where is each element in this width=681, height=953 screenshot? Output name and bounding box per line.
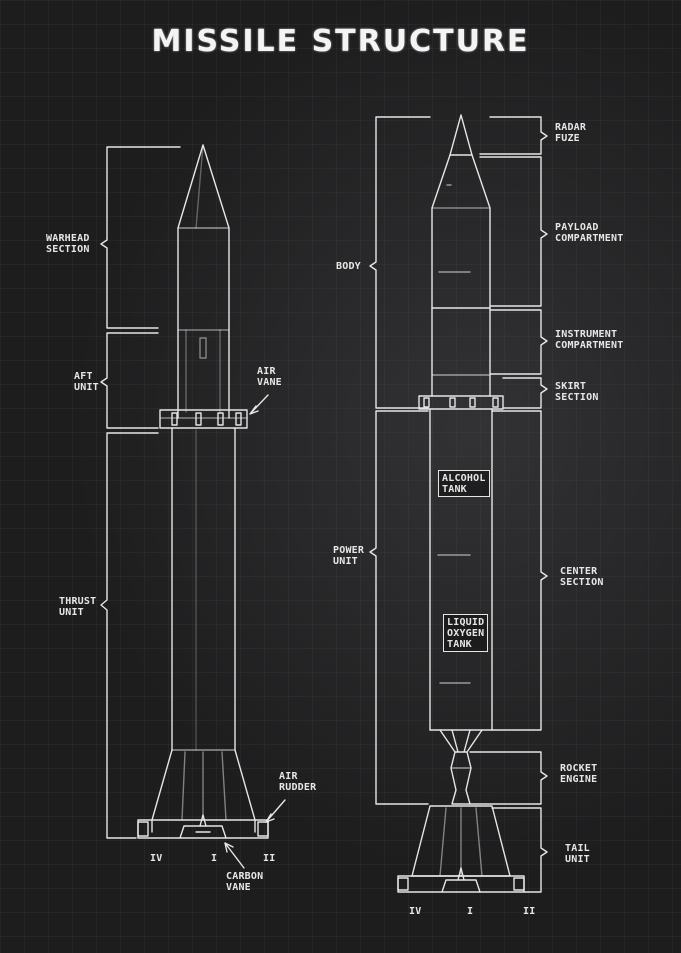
right-fin-number-i: I [467,906,474,917]
label-center-section: CENTER SECTION [560,566,604,588]
left-vane-ring [159,409,248,429]
label-carbon-vane: CARBON VANE [226,871,264,893]
label-air-rudder: AIR RUDDER [279,771,317,793]
bracket-rocket-engine [469,751,548,805]
left-fin-number-i: I [211,853,218,864]
label-warhead-section: WARHEAD SECTION [46,233,90,255]
bracket-power-unit [369,410,429,805]
right-center-body [429,408,493,731]
bracket-body [369,116,431,409]
label-power-unit: POWER UNIT [333,545,365,567]
label-tail-unit: TAIL UNIT [565,843,590,865]
right-payload-cone [431,154,491,309]
bracket-radar-fuze [479,116,548,155]
bracket-instrument [489,309,548,375]
label-rocket-engine: ROCKET ENGINE [560,763,598,785]
arrow-air-rudder [265,799,286,823]
right-engine [439,729,483,753]
bracket-skirt [502,377,548,409]
right-tail-base [397,875,525,893]
right-missile [369,114,548,893]
label-radar-fuze: RADAR FUZE [555,122,587,144]
right-instrument-section [431,307,491,397]
label-payload-compartment: PAYLOAD COMPARTMENT [555,222,624,244]
left-missile [100,144,286,869]
page-title: MISSILE STRUCTURE [151,24,530,59]
left-fin-number-iv: IV [150,853,163,864]
label-body: BODY [336,261,361,272]
right-skirt-ring [418,395,504,410]
label-alcohol-tank: ALCOHOL TANK [438,470,490,497]
right-fin-number-ii: II [523,906,536,917]
bracket-thrust [100,432,159,839]
left-tail-base [137,819,269,839]
left-fin-number-ii: II [263,853,276,864]
bracket-aft [100,332,159,429]
label-instrument-compartment: INSTRUMENT COMPARTMENT [555,329,624,351]
bracket-payload [479,156,548,307]
bracket-tail-unit [491,807,548,893]
arrow-carbon-vane [224,842,245,869]
label-skirt-section: SKIRT SECTION [555,381,599,403]
label-aft-unit: AFT UNIT [74,371,99,393]
label-thrust-unit: THRUST UNIT [59,596,97,618]
right-nose [449,114,473,156]
bracket-warhead [100,146,181,329]
bracket-center [491,410,548,731]
arrow-air-vane [249,394,269,415]
left-thrust-body [171,427,236,751]
label-liquid-oxygen-tank: LIQUID OXYGEN TANK [443,614,489,652]
label-air-vane: AIR VANE [257,366,282,388]
right-fin-number-iv: IV [409,906,422,917]
